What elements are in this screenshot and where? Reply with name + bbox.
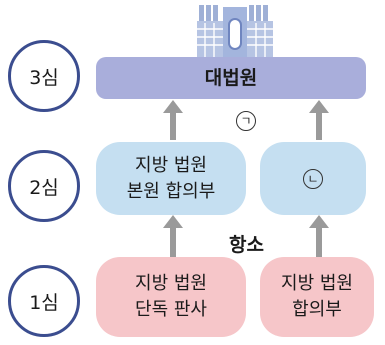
arrow-second-to-supreme-left [163,100,183,140]
arrow-first-to-second-right [309,215,329,257]
marker-a-label: ㄱ [240,114,252,128]
court-building-icon [197,5,273,57]
level-third-label: 3심 [29,66,59,89]
district-single-judge-line-1: 지방 법원 [135,273,207,294]
district-main-panel-line-2: 본원 합의부 [126,180,216,202]
district-main-panel-box: 지방 법원 본원 합의부 [96,142,246,215]
appeal-label: 항소 [229,234,264,256]
district-panel-line-2: 합의부 [292,299,342,320]
marker-a: ㄱ [236,111,256,131]
marker-b-label: ㄴ [307,171,319,186]
marker-b: ㄴ [303,168,323,189]
district-panel-line-1: 지방 법원 [281,273,353,294]
level-first-label: 1심 [29,291,59,314]
level-second-circle: 2심 [8,150,80,222]
district-single-judge-box: 지방 법원 단독 판사 [96,257,246,337]
supreme-court-box: 대법원 [96,57,366,99]
district-panel-box: 지방 법원 합의부 [260,257,374,337]
level-third-circle: 3심 [8,40,80,112]
supreme-court-label: 대법원 [204,67,258,89]
marker-b-box: ㄴ [260,142,366,215]
level-second-label: 2심 [29,176,59,199]
level-first-circle: 1심 [8,265,80,337]
arrow-first-to-second-left [163,215,183,257]
district-main-panel-line-1: 지방 법원 [135,154,207,176]
district-single-judge-line-2: 단독 판사 [135,299,207,320]
arrow-second-to-supreme-right [309,100,329,140]
